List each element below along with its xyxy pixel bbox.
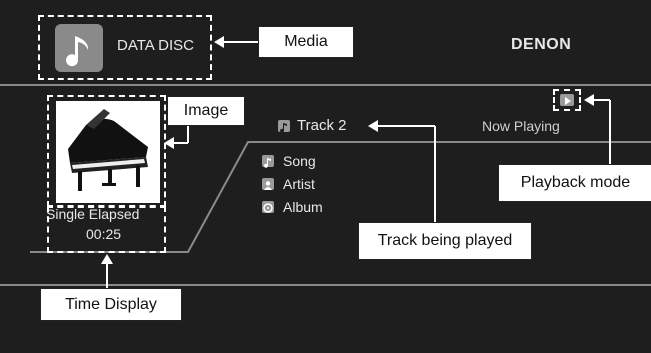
- track-being-played-callout: Track being played: [358, 222, 532, 260]
- image-callout: Image: [167, 96, 245, 126]
- media-highlight-box: [38, 15, 212, 80]
- piano-image: [68, 109, 148, 191]
- time-value: 00:25: [86, 226, 122, 242]
- time-highlight-box: [47, 206, 166, 253]
- image-highlight-box: [47, 95, 166, 207]
- artist-label: Artist: [283, 176, 315, 192]
- person-icon: [262, 178, 274, 190]
- song-label: Song: [283, 153, 316, 169]
- now-playing-status: Now Playing: [482, 118, 560, 134]
- media-label: DATA DISC: [117, 37, 194, 54]
- album-label: Album: [283, 199, 323, 215]
- track-icon: [278, 120, 290, 133]
- time-display-callout: Time Display: [40, 288, 182, 321]
- media-callout: Media: [258, 26, 354, 58]
- playback-mode-highlight-box: [553, 89, 581, 111]
- playback-mode-callout: Playback mode: [498, 164, 651, 202]
- bottom-divider: [0, 284, 651, 286]
- header-divider: [0, 84, 651, 86]
- album-art: [56, 101, 160, 203]
- media-icon: [55, 24, 103, 72]
- disc-icon: [262, 201, 274, 213]
- track-name: Track 2: [297, 117, 347, 134]
- play-icon: [560, 94, 574, 106]
- music-note-icon: [262, 155, 274, 168]
- time-mode: Single Elapsed: [46, 206, 140, 222]
- brand-logo: DENON: [511, 36, 572, 53]
